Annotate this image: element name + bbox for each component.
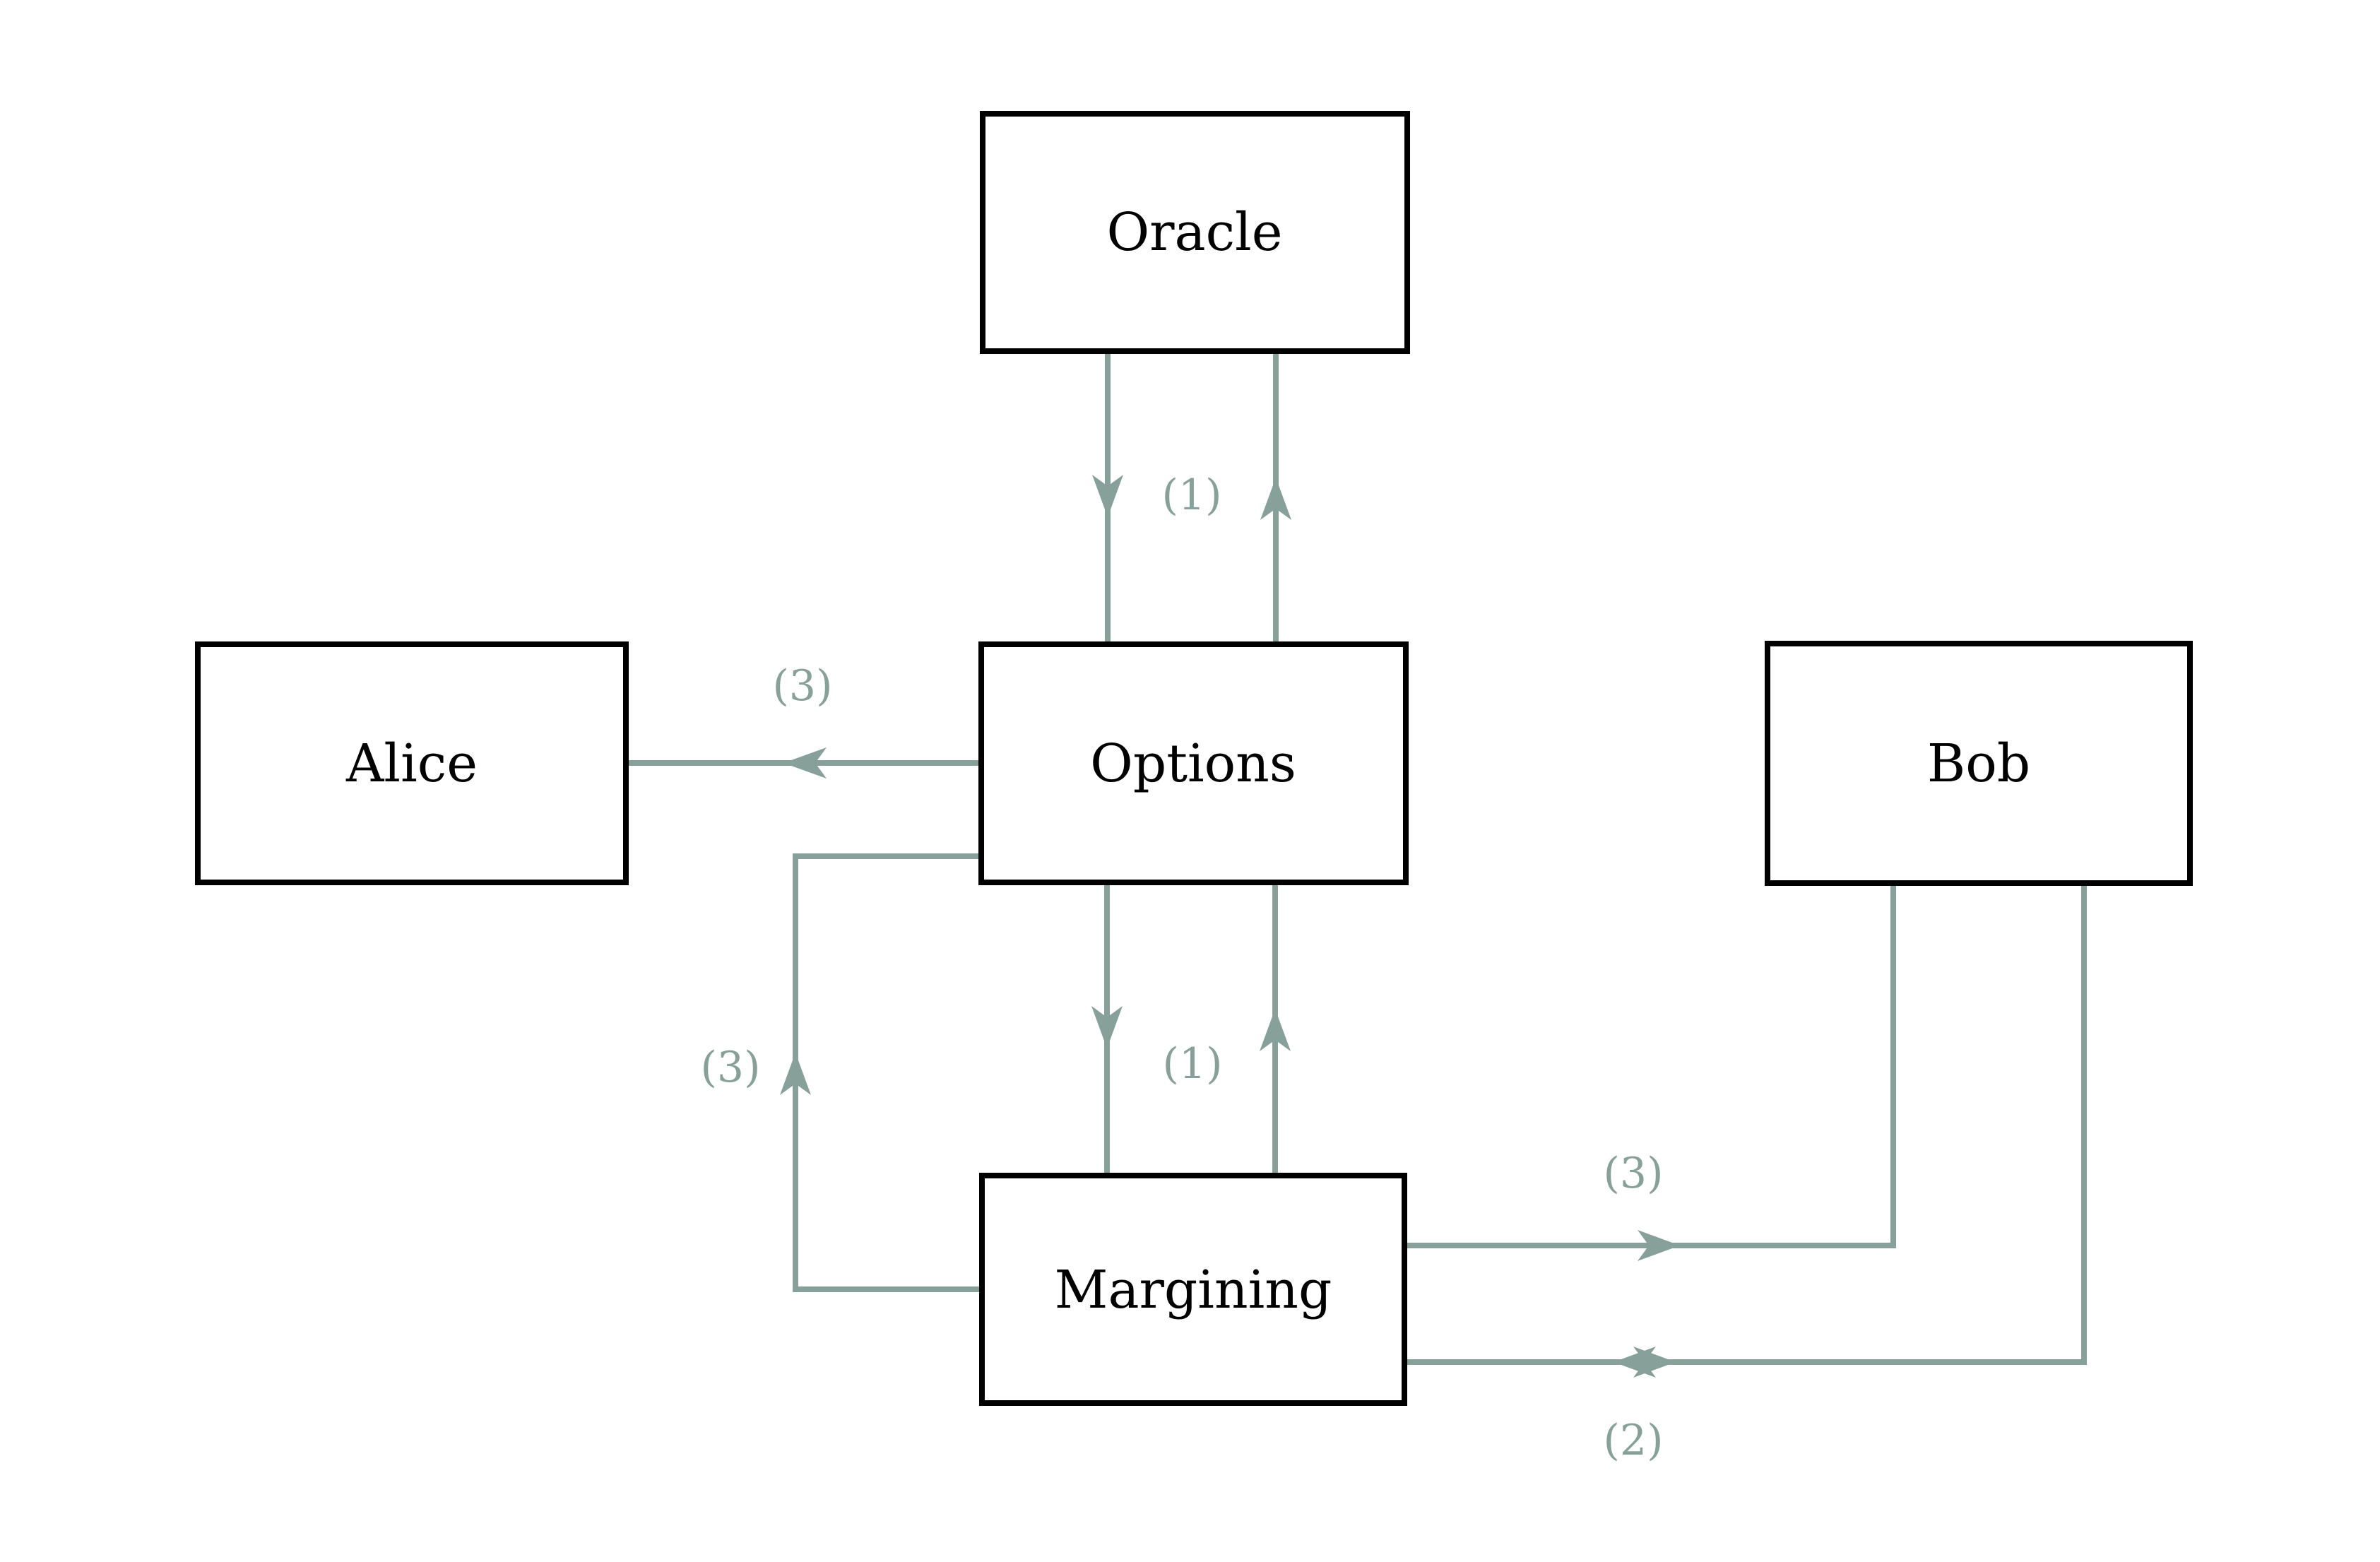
edge-labels: (1) (1) (3) (3) (3) (2) (701, 471, 1664, 1465)
edge-margining-to-bob (1404, 883, 1896, 1248)
edge-label-margining-bob: (3) (1604, 1149, 1664, 1198)
node-bob: Bob (1765, 641, 2193, 886)
edge-margining-bob-bidirectional (1404, 883, 2087, 1365)
node-oracle-label: Oracle (1106, 202, 1282, 263)
node-oracle: Oracle (980, 111, 1410, 354)
node-margining-label: Margining (1055, 1260, 1332, 1320)
node-alice: Alice (195, 641, 629, 885)
edges (626, 351, 2087, 1378)
node-bob-box (1765, 641, 2193, 886)
edge-label-options-margining: (1) (1163, 1039, 1223, 1089)
node-margining-box (979, 1173, 1407, 1406)
arrowhead-up-icon (780, 1053, 811, 1095)
node-options: Options (978, 641, 1409, 885)
arrowhead-left-icon (783, 747, 827, 779)
node-alice-box (195, 641, 629, 885)
arrowhead-up-icon (1260, 478, 1291, 520)
node-oracle-box (980, 111, 1410, 354)
edge-margining-to-options-loop (793, 853, 982, 1292)
arrowhead-up-icon (1260, 1009, 1291, 1051)
arrowhead-right-icon (1638, 1230, 1680, 1261)
arrowhead-right-icon (1633, 1347, 1676, 1378)
node-options-label: Options (1090, 733, 1296, 794)
arrowhead-down-icon (1092, 475, 1123, 517)
edge-label-options-alice: (3) (773, 661, 833, 711)
node-alice-label: Alice (345, 733, 478, 794)
edge-label-margining-options-loop: (3) (701, 1043, 761, 1092)
edge-label-oracle-options: (1) (1162, 471, 1222, 520)
node-options-box (978, 641, 1409, 885)
arrowhead-down-icon (1091, 1006, 1123, 1048)
node-margining: Margining (979, 1173, 1407, 1406)
nodes: Oracle Options Alice Bob Margining (195, 111, 2193, 1406)
node-bob-label: Bob (1927, 733, 2030, 794)
edge-label-margining-bob-bidir: (2) (1604, 1416, 1664, 1465)
